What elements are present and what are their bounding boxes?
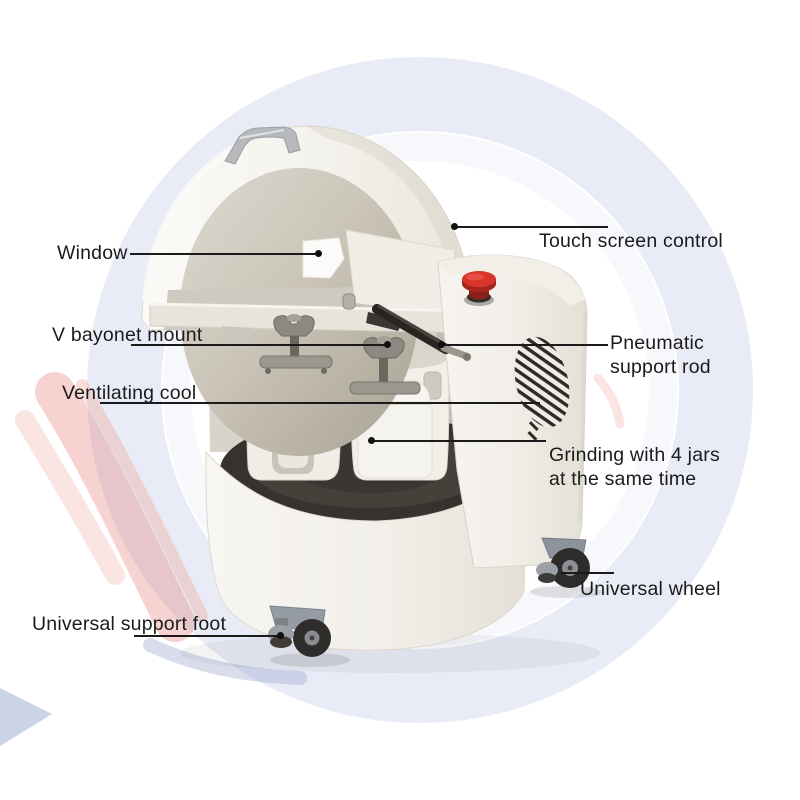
v-bayonet-clamp-right [349,336,421,395]
leader-grinding [371,440,546,442]
leader-dot-touch-screen [451,223,458,230]
leader-dot-v-bayonet [384,341,391,348]
label-touch-screen-text: Touch screen control [539,230,723,252]
v-bayonet-clamp-left [259,314,333,374]
caster-wheel-right [530,537,602,598]
pneumatic-support-rod [372,304,471,361]
leader-window [130,253,320,255]
leader-touch-screen [453,226,608,228]
leader-pneumatic [441,344,608,346]
hood-window [302,237,345,279]
emergency-stop-button [462,271,496,306]
base-drum [205,450,528,651]
watermark-swoosh-red [15,372,625,642]
leader-ventilating [100,402,540,404]
label-touch-screen: Touch screen control [539,229,723,253]
label-window-text: Window [57,242,128,264]
label-foot-text: Universal support foot [32,613,227,635]
leader-wheel [561,572,614,574]
label-grinding-line2: at the same time [549,468,697,490]
leader-dot-grinding [368,437,375,444]
leader-dot-pneumatic [438,341,445,348]
label-ventilating: Ventilating cool [62,381,196,405]
label-ventilating-text: Ventilating cool [62,382,197,404]
support-foot-right [536,562,558,583]
label-v-bayonet: V bayonet mount [52,323,202,347]
leader-dot-foot [277,632,284,639]
label-pneumatic-line1: Pneumatic [610,332,704,354]
label-v-bayonet-text: V bayonet mount [52,324,203,346]
vent-grille [514,336,570,428]
leader-v-bayonet [131,344,389,346]
label-window: Window [57,241,128,265]
label-grinding: Grinding with 4 jars at the same time [549,443,720,491]
label-pneumatic-line2: support rod [610,356,711,378]
leader-dot-window [315,250,322,257]
label-pneumatic: Pneumatic support rod [610,331,711,379]
caster-wheel-left [269,605,350,667]
watermark-swoosh-blue [0,638,307,746]
body-tower [437,254,588,569]
hood-handle [224,126,301,165]
label-wheel-text: Universal wheel [580,578,721,600]
label-foot: Universal support foot [32,612,226,636]
vent-slots-extra [527,421,539,441]
leader-foot [134,635,282,637]
label-grinding-line1: Grinding with 4 jars [549,444,720,466]
label-wheel: Universal wheel [580,577,721,601]
